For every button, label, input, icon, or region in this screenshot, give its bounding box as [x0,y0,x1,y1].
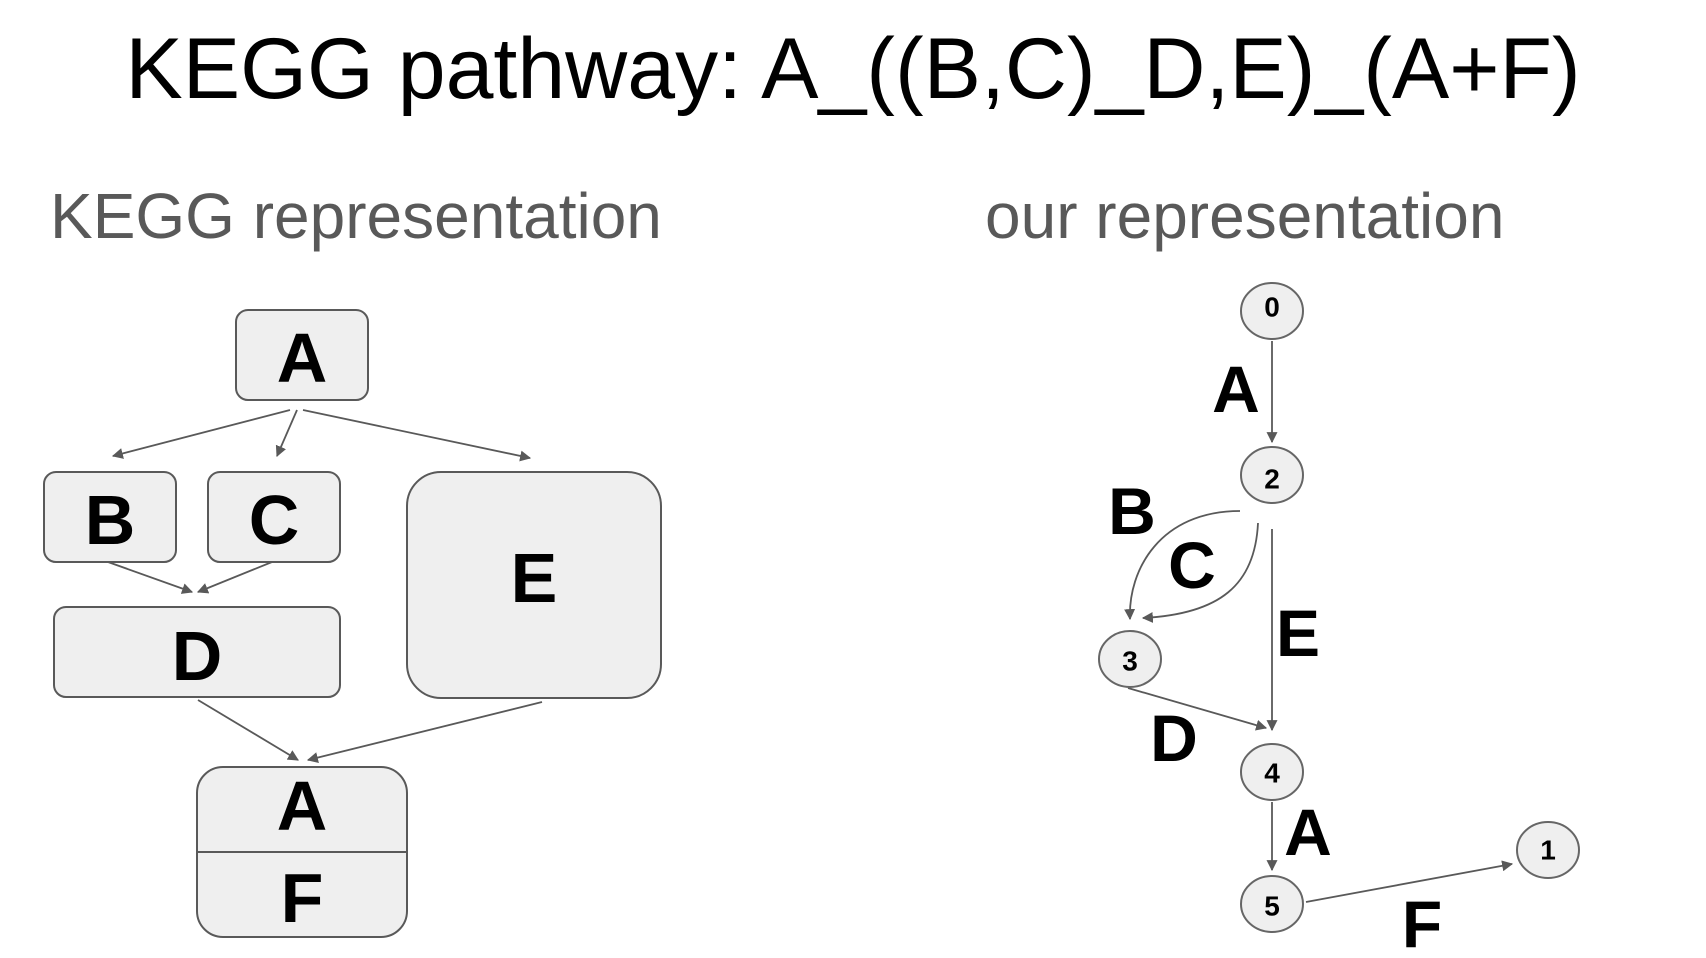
kegg-box-a-bottom-label: A [277,767,328,845]
edge-b-to-d [107,561,194,594]
kegg-box-e-label: E [511,539,558,617]
graph-edge-label-2-3-b: B [1108,474,1156,548]
kegg-box-d-label: D [172,617,223,695]
graph-node-5 [1240,875,1304,933]
kegg-box-b [43,471,177,563]
our-representation-heading: our representation [985,180,1505,252]
graph-node-4 [1240,743,1304,801]
kegg-representation-heading: KEGG representation [50,180,662,252]
graph-node-2-label: 2 [1264,464,1280,495]
graph-node-0 [1240,282,1304,340]
kegg-box-e [406,471,662,699]
graph-node-3-label: 3 [1122,646,1138,677]
graph-edge-label-0-2: A [1212,352,1260,426]
graph-node-1-label: 1 [1540,835,1556,866]
kegg-box-c-label: C [249,481,300,559]
page-title: KEGG pathway: A_((B,C)_D,E)_(A+F) [125,21,1581,117]
kegg-diagram: A B C D E A F [43,309,662,938]
graph-edge-label-3-4: D [1150,701,1198,775]
edge-c-to-d [196,561,273,594]
graph-node-4-label: 4 [1264,758,1280,789]
graph-node-5-label: 5 [1264,891,1280,922]
graph-edge-label-4-5: A [1284,795,1332,869]
edge-a-to-c [275,409,298,458]
graph-edge-3-to-4 [1127,687,1268,731]
kegg-box-b-label: B [85,481,136,559]
graph-edge-label-2-4: E [1276,596,1320,670]
edge-e-to-af [306,701,543,763]
graph-node-0-label: 0 [1264,292,1280,323]
kegg-box-a-top [235,309,369,401]
edge-d-to-af [197,699,299,761]
graph-edge-label-5-1: F [1402,887,1442,958]
kegg-box-a-top-label: A [277,319,328,397]
kegg-box-f-label: F [281,859,324,937]
edge-a-to-e [302,409,532,462]
graph-edge-2-to-3-c [1141,522,1259,623]
graph-diagram: 0 2 3 4 5 1 A B C E D A F [1098,282,1580,958]
kegg-box-d [53,606,341,698]
graph-edge-5-to-1 [1305,860,1514,903]
kegg-box-c [207,471,341,563]
graph-node-3 [1098,630,1162,688]
graph-edge-2-to-3-b [1124,510,1241,621]
graph-edge-label-2-3-c: C [1168,528,1216,602]
graph-node-1 [1516,821,1580,879]
graph-node-2 [1240,446,1304,504]
edge-a-to-b [111,409,291,459]
